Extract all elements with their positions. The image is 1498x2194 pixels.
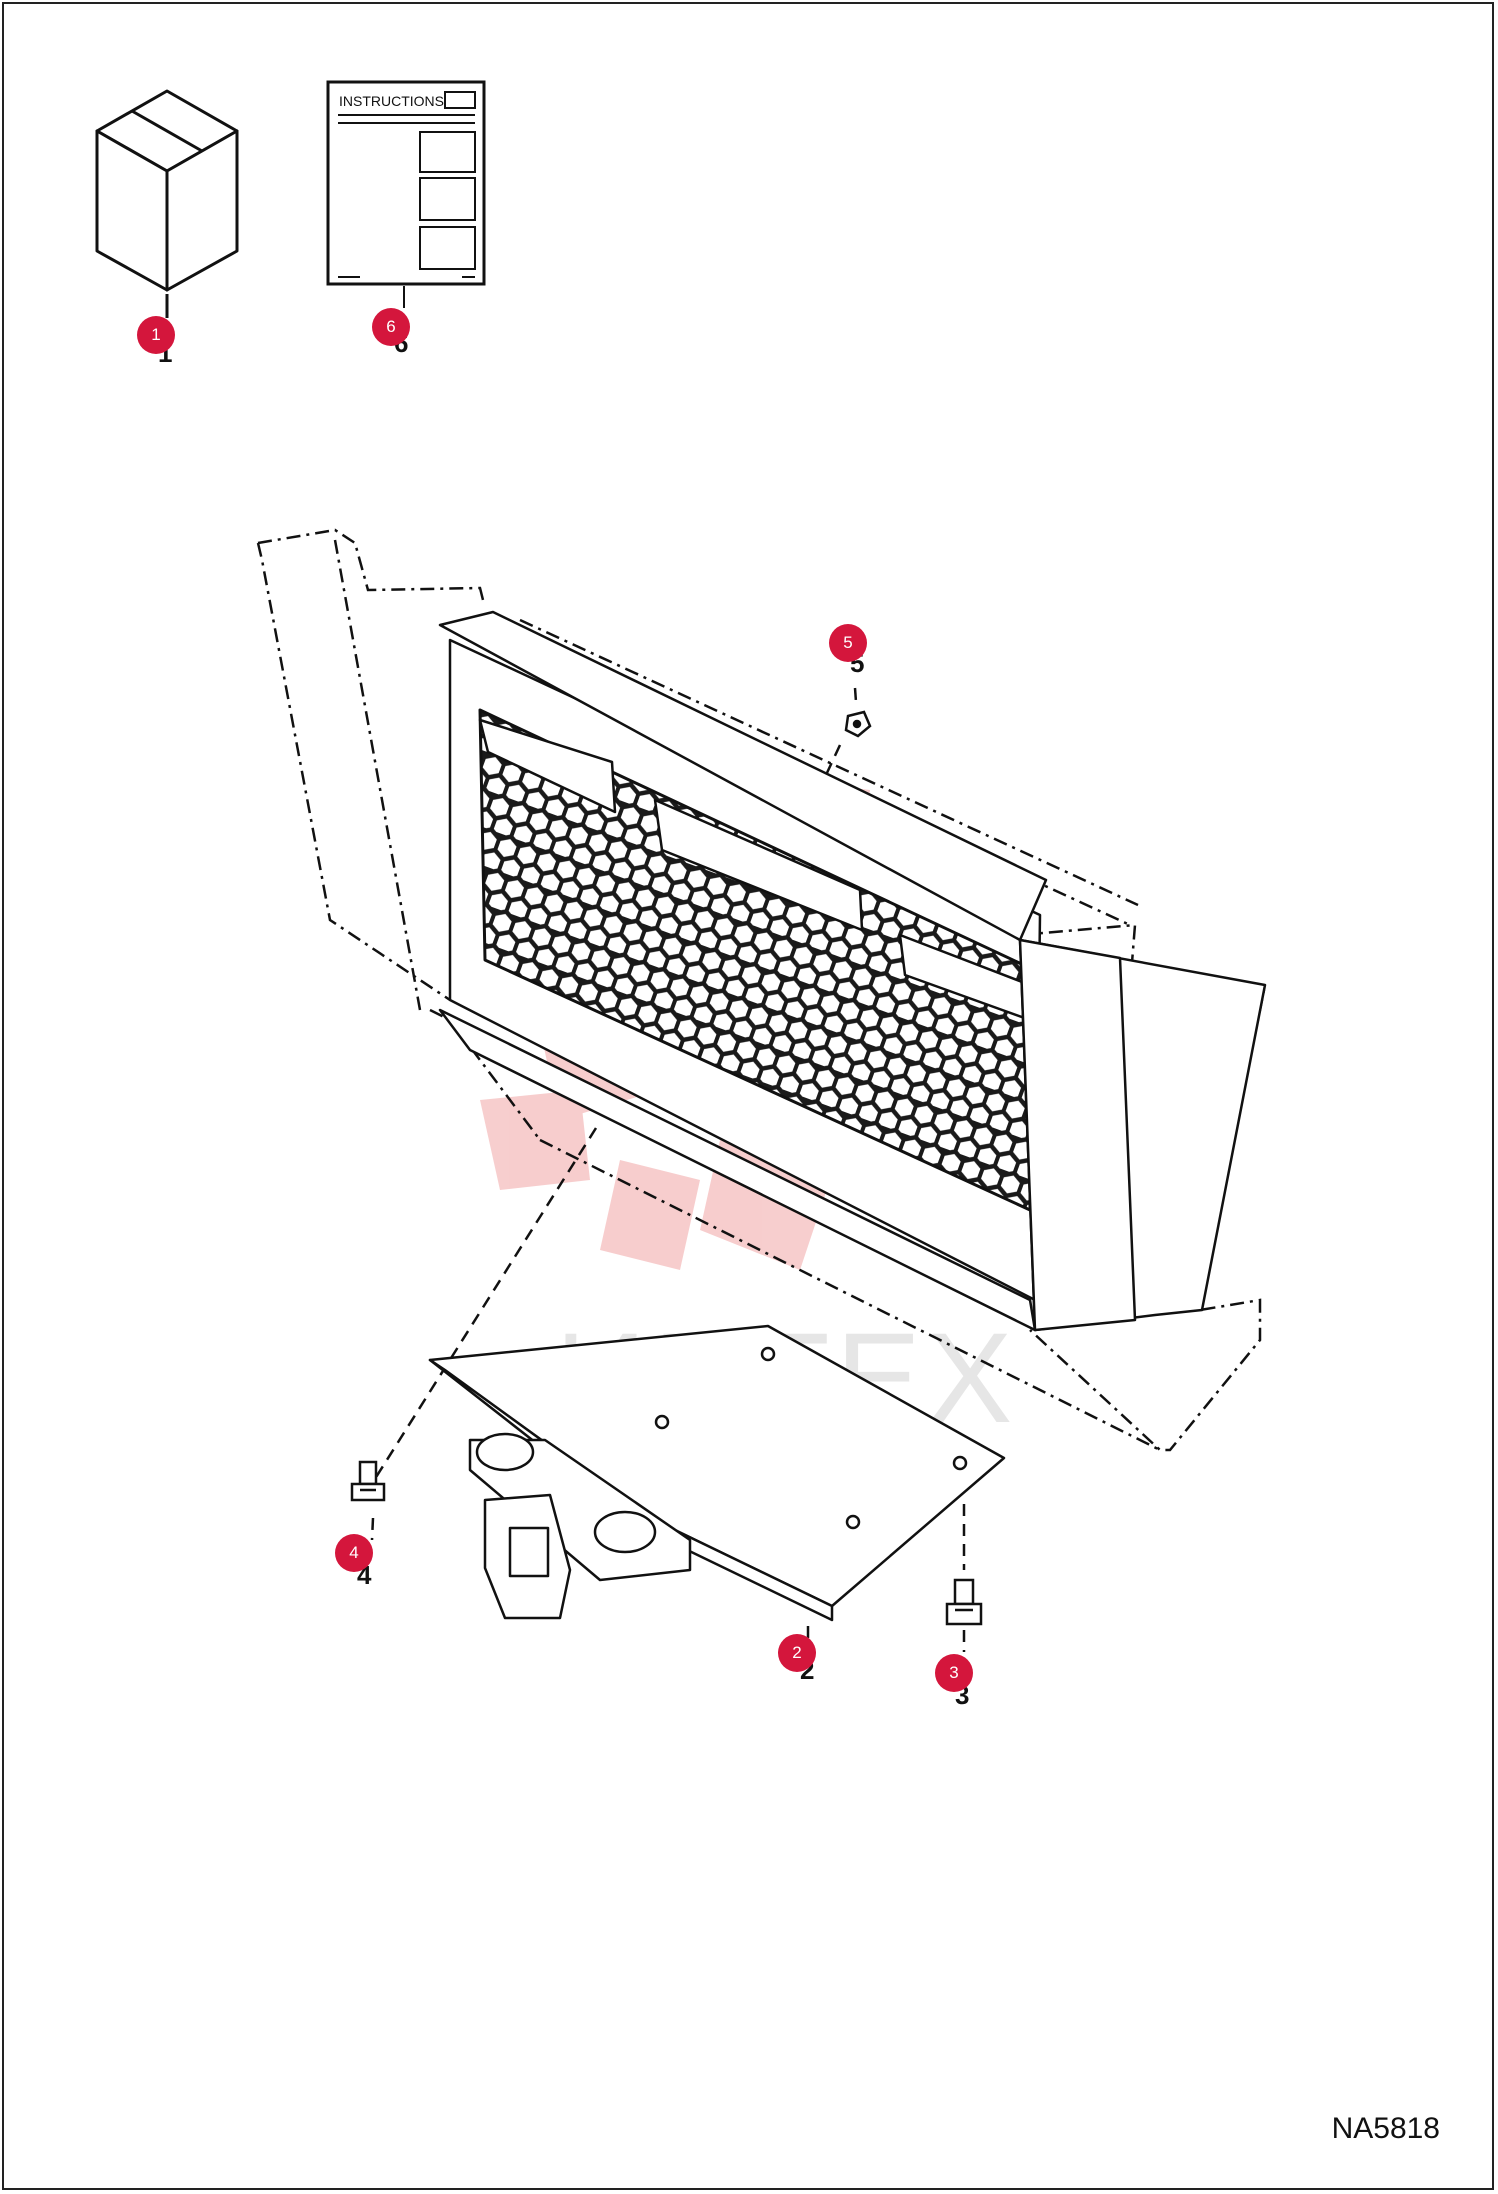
callout-6[interactable]: 6 — [372, 308, 410, 346]
callout-2[interactable]: 2 — [778, 1634, 816, 1672]
hitch-receiver — [428, 1324, 1006, 1622]
bolt-icon-left — [350, 1460, 386, 1502]
drawing-id: NA5818 — [1331, 2112, 1440, 2145]
bolt-icon-right — [945, 1578, 983, 1626]
instructions-sheet-icon — [326, 80, 486, 308]
side-guard-right — [1018, 938, 1267, 1332]
callout-3[interactable]: 3 — [935, 1654, 973, 1692]
front-grille-panel — [438, 610, 1048, 1332]
instructions-label: INSTRUCTIONS — [339, 93, 444, 109]
callout-1[interactable]: 1 — [137, 316, 175, 354]
kit-box-icon — [95, 89, 239, 318]
callout-5[interactable]: 5 — [829, 624, 867, 662]
nut-icon — [844, 710, 872, 738]
callout-4[interactable]: 4 — [335, 1534, 373, 1572]
